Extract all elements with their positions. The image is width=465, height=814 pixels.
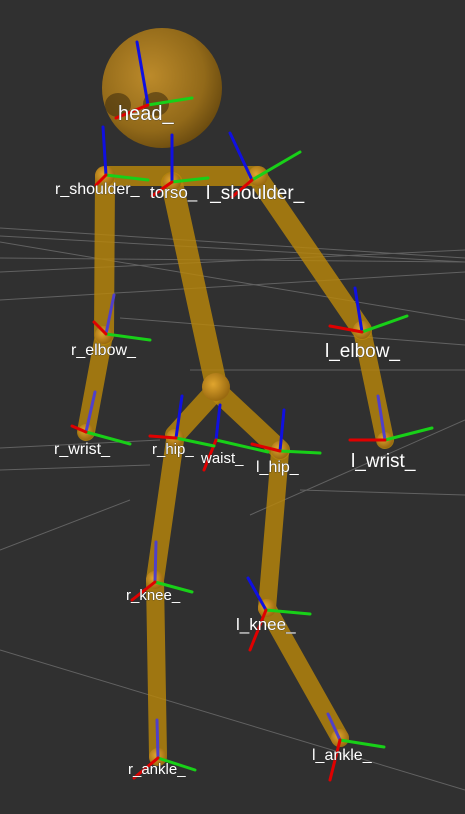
link-r-upper-arm <box>94 168 115 345</box>
link-l-upper-arm <box>248 168 372 340</box>
label-r-wrist: r_wrist_ <box>54 441 111 458</box>
head-sphere <box>102 28 222 148</box>
link-l-pelvis <box>206 380 290 460</box>
ground-grid <box>0 227 465 791</box>
link-l-thigh <box>258 443 289 617</box>
label-torso: torso_ <box>150 183 198 202</box>
label-r-shoulder: r_shoulder_ <box>55 181 141 198</box>
link-torso <box>161 172 227 396</box>
link-r-thigh <box>146 431 184 589</box>
label-l-ankle: l_ankle_ <box>312 747 373 764</box>
label-l-wrist: l_wrist_ <box>351 451 416 472</box>
label-waist: waist_ <box>200 450 244 467</box>
label-l-hip: l_hip_ <box>256 459 300 476</box>
label-r-knee: r_knee_ <box>126 587 181 604</box>
label-l-knee: l_knee_ <box>236 615 296 634</box>
label-r-elbow: r_elbow_ <box>71 342 137 359</box>
frame-axes <box>70 40 434 782</box>
label-head: head_ <box>118 103 174 125</box>
label-r-hip: r_hip_ <box>152 441 194 458</box>
label-l-elbow: l_elbow_ <box>325 341 400 362</box>
label-r-ankle: r_ankle_ <box>128 761 186 778</box>
label-l-shoulder: l_shoulder_ <box>206 183 305 204</box>
joint-labels: head_ r_shoulder_ torso_ l_shoulder_ r_e… <box>54 103 416 779</box>
